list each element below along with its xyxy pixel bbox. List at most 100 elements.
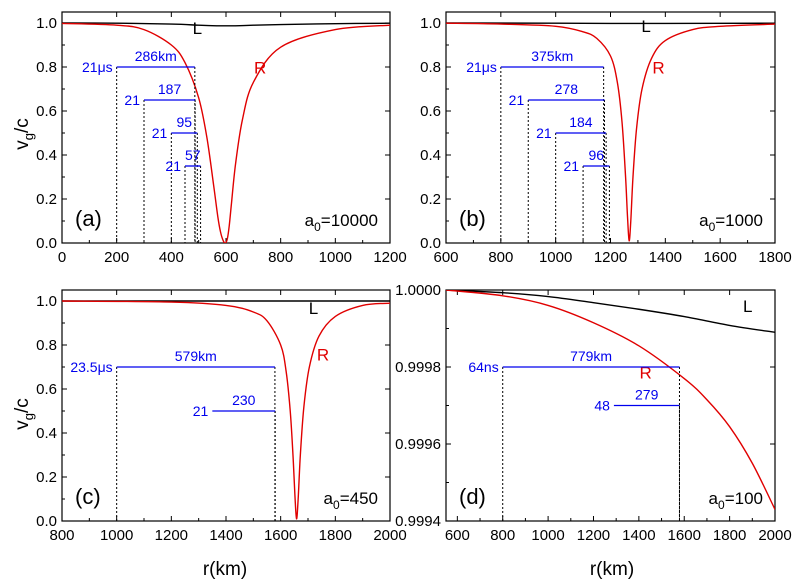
curve-label-R: R	[317, 345, 329, 364]
x-tick-label: 400	[159, 249, 184, 266]
distance-label: 230	[232, 392, 256, 408]
x-tick-label: 800	[268, 249, 293, 266]
x-tick-label: 1200	[373, 249, 406, 266]
series-R-line	[446, 290, 775, 510]
x-tick-label: 1800	[319, 527, 352, 544]
y-tick-label: 0.0	[420, 235, 441, 252]
x-tick-label: 1200	[577, 527, 610, 544]
curve-label-L: L	[641, 17, 650, 36]
x-tick-label: 2000	[373, 527, 406, 544]
series-L-line	[62, 22, 390, 27]
distance-label: 375km	[531, 48, 573, 64]
y-tick-label: 0.6	[420, 103, 441, 120]
x-tick-label: 800	[49, 527, 74, 544]
x-tick-label: 1600	[703, 249, 736, 266]
y-tick-label: 0.2	[420, 191, 441, 208]
y-axis-title-top: vg/c	[12, 118, 36, 150]
param-label: a0=10000	[305, 211, 378, 234]
series-group	[62, 300, 390, 520]
time-label: 21	[165, 158, 181, 174]
distance-label: 95	[177, 114, 193, 130]
distance-label: 278	[555, 81, 579, 97]
time-label: 21μs	[82, 59, 113, 75]
y-tick-label: 0.9998	[395, 359, 441, 376]
y-tick-label: 0.2	[36, 469, 57, 486]
panel-b: 600 800 1000 1200 1400 1600 1800 0.0 0.2 0.4 0.6 0.…	[420, 11, 792, 266]
x-tick-label: 800	[490, 527, 515, 544]
x-tick-label: 0	[58, 249, 66, 266]
time-label: 21	[564, 158, 580, 174]
curve-label-R: R	[640, 364, 652, 383]
series-group	[446, 22, 775, 242]
x-tick-label: 1200	[594, 249, 627, 266]
time-label: 21	[193, 403, 209, 419]
x-tick-label: 1000	[100, 527, 133, 544]
y-tick-label: 0.0	[36, 513, 57, 530]
y-tick-label: 0.8	[36, 59, 57, 76]
x-tick-label: 1600	[264, 527, 297, 544]
curve-label-L: L	[193, 19, 202, 38]
plot-frame	[61, 289, 391, 522]
curve-label-L: L	[743, 297, 752, 316]
time-label: 21	[536, 125, 552, 141]
param-label: a0=1000	[699, 211, 763, 234]
y-tick-label: 0.4	[36, 147, 57, 164]
x-tick-label: 200	[104, 249, 129, 266]
y-tick-label: 0.4	[420, 147, 441, 164]
y-tick-label: 0.6	[36, 103, 57, 120]
x-axis-title-right: r(km)	[590, 559, 634, 580]
x-tick-label: 1800	[758, 249, 791, 266]
panel-a: 0 200 400 600 800 1000 1200 0.0 0.2 0.4 0.6 0.8 1.0 L…	[36, 11, 407, 266]
svg-text:vg/c: vg/c	[12, 398, 36, 430]
x-tick-label: 1000	[531, 527, 564, 544]
series-R-line	[446, 22, 775, 242]
series-group	[62, 22, 390, 243]
time-label: 21	[152, 125, 168, 141]
distance-label: 286km	[135, 48, 177, 64]
curve-label-L: L	[309, 299, 318, 318]
series-L-line	[446, 290, 775, 334]
x-tick-label: 600	[445, 527, 470, 544]
x-axis-title-left: r(km)	[203, 559, 247, 580]
distance-label: 779km	[570, 348, 612, 364]
y-tick-label: 0.8	[420, 59, 441, 76]
y-tick-label: 0.4	[36, 425, 57, 442]
param-label: a0=450	[324, 489, 378, 512]
time-label: 64ns	[468, 359, 498, 375]
x-tick-label: 600	[433, 249, 458, 266]
x-tick-label: 1600	[668, 527, 701, 544]
x-tick-label: 1000	[319, 249, 352, 266]
time-label: 21μs	[466, 59, 497, 75]
y-tick-label: 0.9996	[395, 436, 441, 453]
x-tick-label: 1200	[155, 527, 188, 544]
x-tick-label: 600	[213, 249, 238, 266]
y-tick-label: 0.0	[36, 235, 57, 252]
plot-frame	[61, 11, 391, 244]
x-tick-label: 1000	[539, 249, 572, 266]
curve-label-R: R	[652, 59, 664, 78]
x-tick-label: 800	[488, 249, 513, 266]
distance-label: 579km	[175, 348, 217, 364]
distance-label: 184	[569, 114, 593, 130]
distance-label: 57	[185, 147, 201, 163]
y-tick-label: 1.0	[420, 15, 441, 32]
svg-text:vg/c: vg/c	[12, 118, 36, 150]
y-tick-label: 1.0	[36, 15, 57, 32]
series-group	[446, 290, 775, 510]
y-tick-label: 0.2	[36, 191, 57, 208]
series-R-line	[62, 300, 390, 520]
panel-label: (a)	[75, 206, 102, 231]
y-tick-label: 0.6	[36, 381, 57, 398]
plot-frame	[445, 11, 776, 244]
curve-label-R: R	[254, 59, 266, 78]
time-label: 48	[594, 398, 610, 414]
x-tick-label: 1400	[622, 527, 655, 544]
x-tick-label: 1400	[649, 249, 682, 266]
time-label: 21	[509, 92, 525, 108]
x-tick-label: 1400	[209, 527, 242, 544]
time-label: 23.5μs	[70, 359, 112, 375]
distance-label: 279	[635, 387, 659, 403]
